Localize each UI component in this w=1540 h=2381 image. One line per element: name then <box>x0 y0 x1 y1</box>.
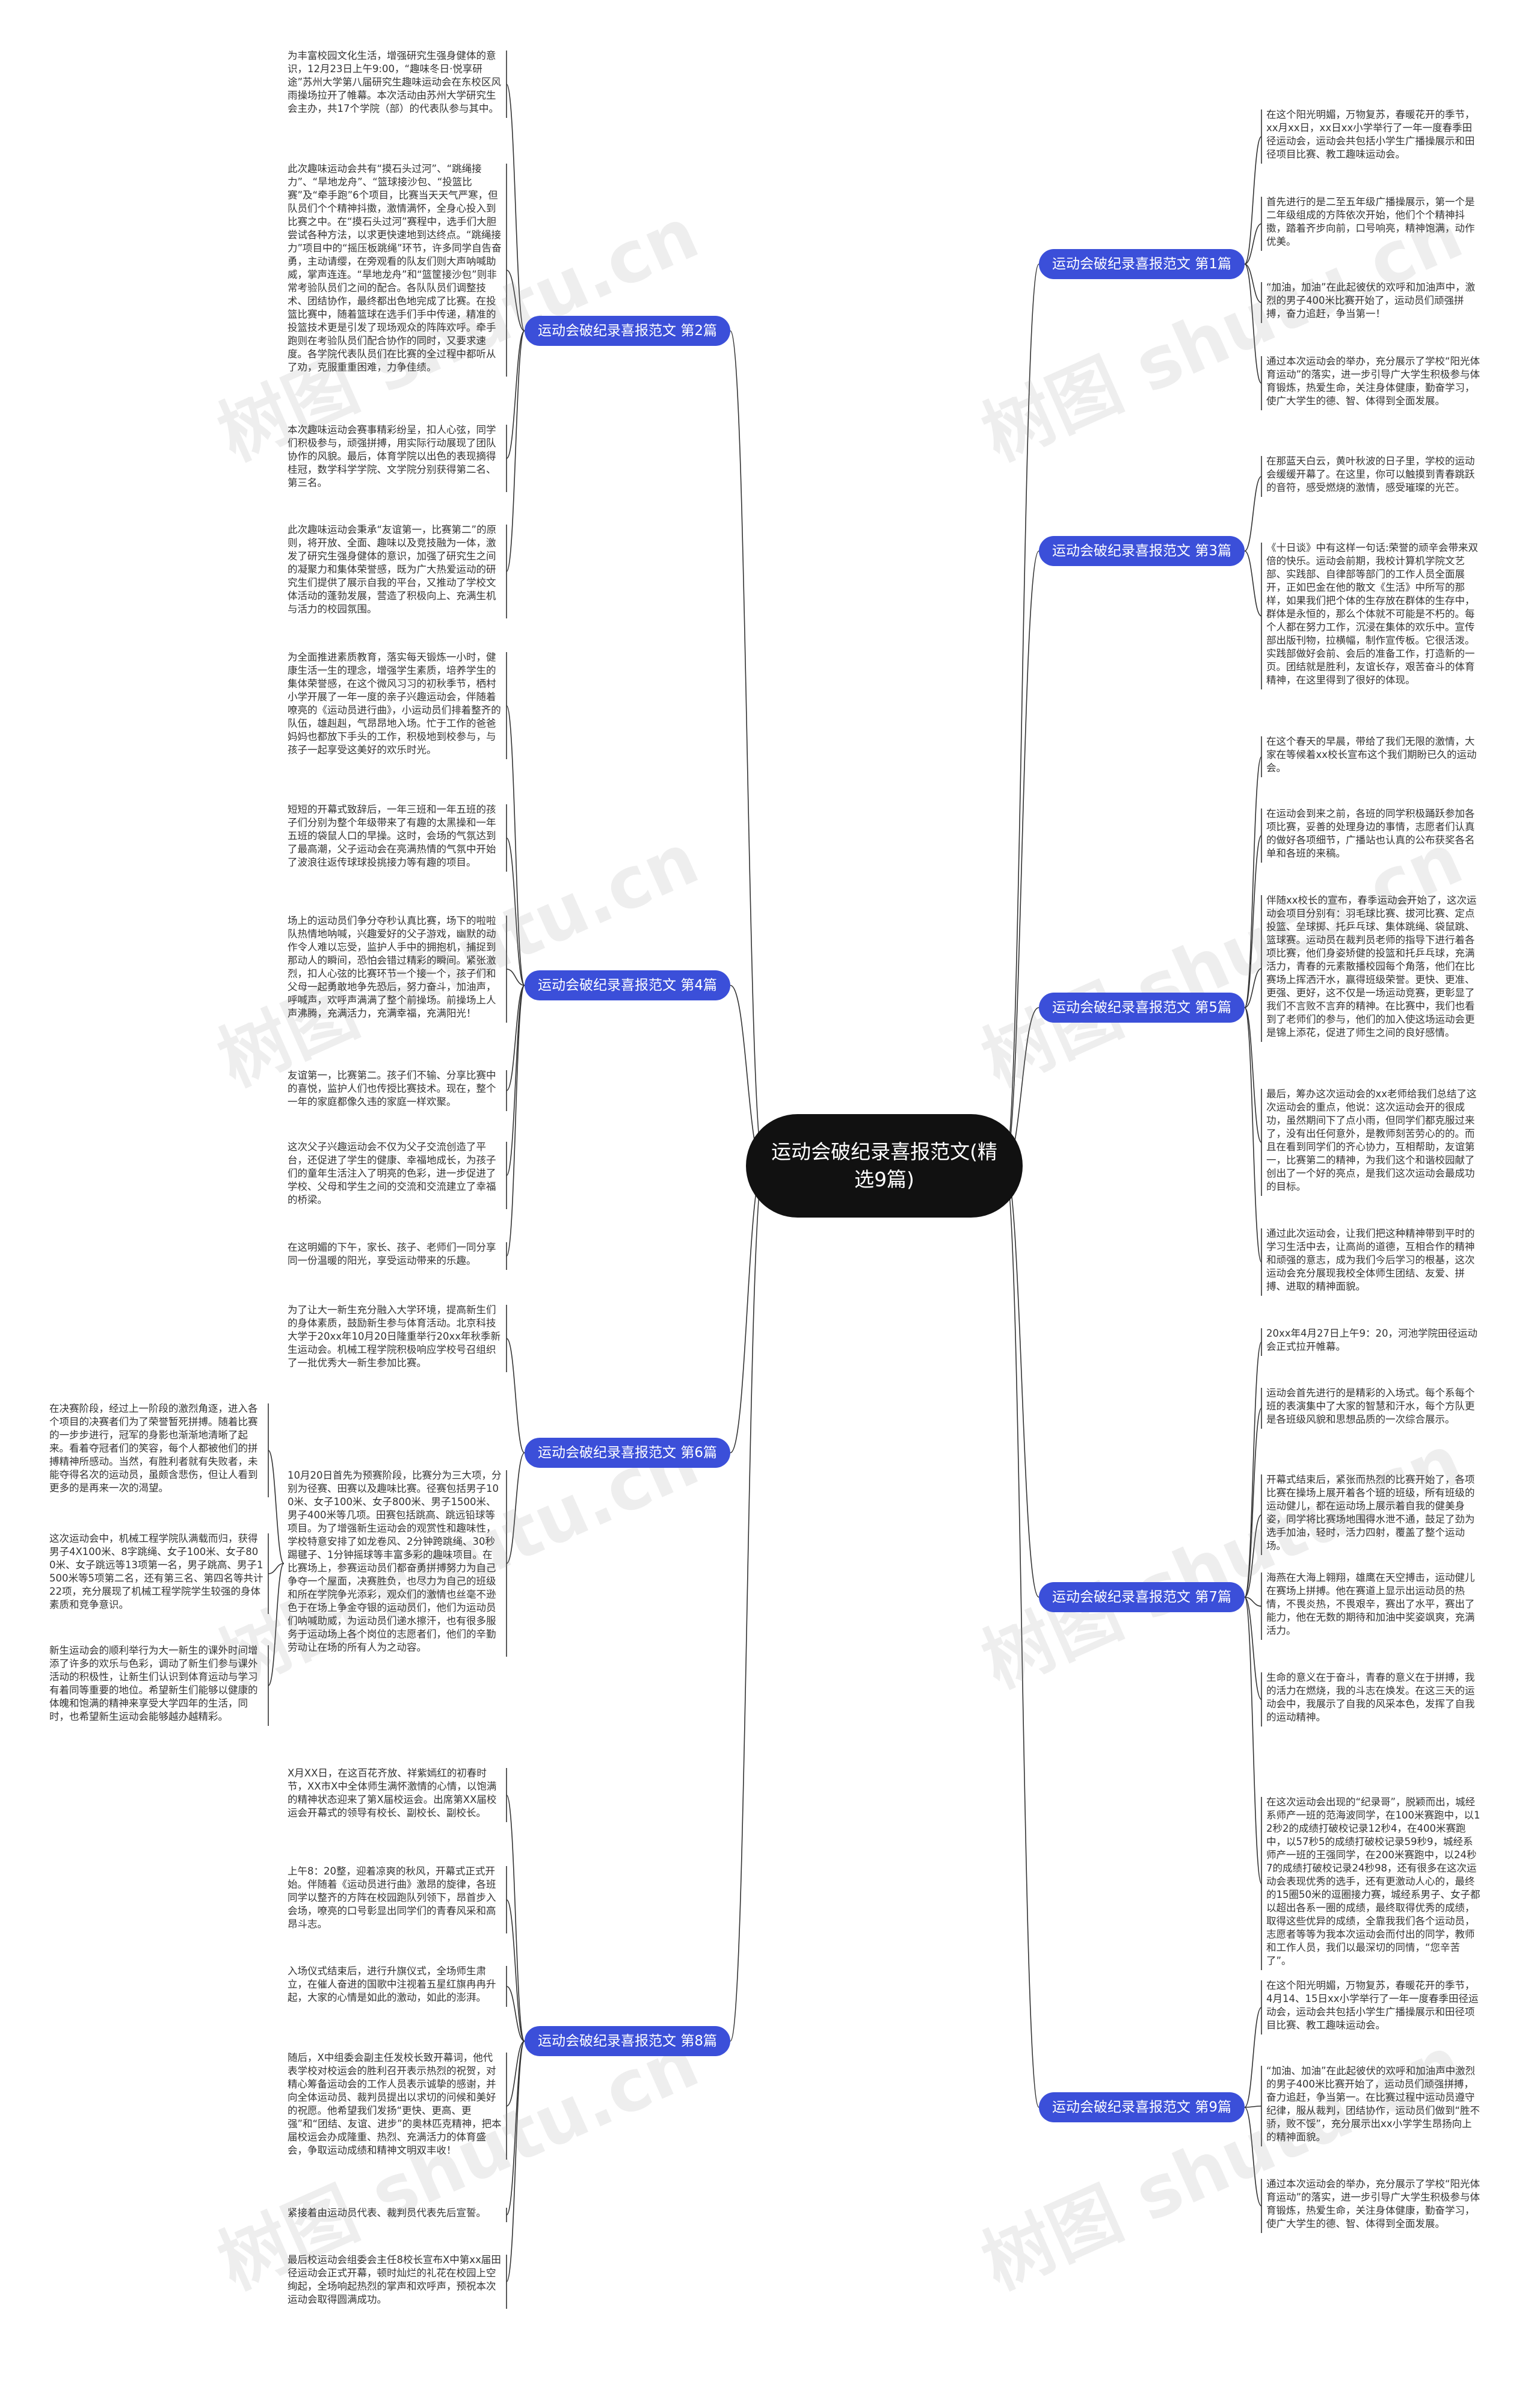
leaf-text: 最后，筹办这次运动会的xx老师给我们总结了这次运动会的重点，他说：这次运动会开的… <box>1266 1088 1477 1192</box>
leaf-text: 海燕在大海上翱翔，雄鹰在天空搏击，运动健儿在赛场上拼搏。他在赛道上显示出运动员的… <box>1266 1572 1475 1636</box>
leaf-text: 生命的意义在于奋斗，青春的意义在于拼搏，我的活力在燃烧，我的斗志在焕发。在这三天… <box>1266 1672 1475 1723</box>
root-to-branch-line <box>1004 1165 1040 1598</box>
branch-node-2[interactable]: 运动会破纪录喜报范文 第2篇 <box>525 316 730 346</box>
leaf-text: 短短的开幕式致辞后，一年三班和一年五班的孩子们分别为整个年级带来了有趣的太黑操和… <box>288 804 496 868</box>
leaf-text: 为了让大一新生充分融入大学环境，提高新生们的身体素质，鼓励新生参与体育活动。北京… <box>288 1304 501 1369</box>
branch-to-leaf-line <box>506 985 525 1176</box>
branch-node-1[interactable]: 运动会破纪录喜报范文 第1篇 <box>1039 249 1245 279</box>
leaf-text: 在这个阳光明媚，万物复苏，春暖花开的季节，4月14、15日xx小学举行了一年一度… <box>1266 1980 1479 2031</box>
leaf-text: 在决赛阶段，经过上一阶段的激烈角逐，进入各个项目的决赛者们为了荣誉暂死拼搏。随着… <box>49 1403 258 1494</box>
branch-to-leaf-line <box>506 330 525 572</box>
branch-to-leaf-line <box>506 1338 525 1453</box>
leaf-text: 最后校运动会组委会主任8校长宣布X中第xx届田径运动会正式开幕，顿时灿烂的礼花在… <box>288 2254 501 2305</box>
branch-to-leaf-line <box>1244 476 1262 552</box>
leaf-text: 首先进行的是二至五年级广播操展示，第一个是二年级组成的方阵依次开始，他们个个精神… <box>1266 196 1475 247</box>
leaf-text: “加油，加油”在此起彼伏的欢呼和加油声中，激烈的男子400米比赛开始了，运动员们… <box>1266 282 1476 319</box>
branch-to-leaf-line <box>506 985 525 1091</box>
branch-node-5[interactable]: 运动会破纪录喜报范文 第5篇 <box>1039 993 1245 1023</box>
leaf-text: 此次趣味运动会共有“摸石头过河”、“跳绳接力”、“旱地龙舟”、“篮球接沙包、“投… <box>288 163 502 373</box>
branch-to-leaf-line <box>1244 1007 1262 1263</box>
leaf-to-leaf-line <box>268 1563 285 1574</box>
root-to-branch-line <box>730 1165 765 2042</box>
branch-to-leaf-line <box>1244 1597 1262 1884</box>
branch-node-8[interactable]: 运动会破纪录喜报范文 第8篇 <box>525 2026 730 2056</box>
leaf-text: 通过此次运动会，让我们把这种精神带到平时的学习生活中去，让高尚的道德，互相合作的… <box>1266 1228 1475 1292</box>
leaf-text: “加油、加油”在此起彼伏的欢呼和加油声中激烈的男子400米比赛开始了，运动员们顽… <box>1266 2065 1480 2143</box>
root-to-branch-line <box>730 330 765 1166</box>
leaf-text: 在这个春天的早晨，带给了我们无限的激情，大家在等候着xx校长宣布这个我们期盼已久… <box>1266 736 1477 774</box>
leaf-text: 新生运动会的顺利举行为大一新生的课外时间增添了许多的欢乐与色彩，调动了新生们参与… <box>49 1645 258 1722</box>
leaf-text: X月XX日，在这百花齐放、祥紫嫣红的初春时节，XX市X中全体师生满怀激情的心情，… <box>288 1767 497 1819</box>
leaf-text: 10月20日首先为预赛阶段，比赛分为三大项，分别为径赛、田赛以及趣味比赛。径赛包… <box>288 1470 502 1653</box>
leaf-text: 通过本次运动会的举办，充分展示了学校“阳光体育运动”的落实，进一步引导广大学生积… <box>1266 2178 1480 2229</box>
leaf-text: 开幕式结束后，紧张而热烈的比赛开始了，各项比赛在操场上展开着各个班的班级，所有班… <box>1266 1474 1475 1551</box>
root-node[interactable]: 运动会破纪录喜报范文(精选9篇) <box>746 1114 1023 1218</box>
branch-to-leaf-line <box>1244 136 1262 265</box>
leaf-text: 运动会首先进行的是精彩的入场式。每个系每个班的表演集中了大家的智慧和汗水，每个方… <box>1266 1387 1475 1425</box>
leaf-text: 通过本次运动会的举办，充分展示了学校“阳光体育运动”的落实，进一步引导广大学生积… <box>1266 356 1480 407</box>
branch-node-4[interactable]: 运动会破纪录喜报范文 第4篇 <box>525 970 730 1000</box>
branch-to-leaf-line <box>1244 1007 1262 1143</box>
branch-to-leaf-line <box>506 985 525 1257</box>
leaf-text: 本次趣味运动会赛事精彩纷呈，扣人心弦，同学们积极参与，顽强拼搏，用实际行动展现了… <box>288 424 496 488</box>
leaf-text: 在这明媚的下午，家长、孩子、老师们一同分享同一份温暖的阳光，享受运动带来的乐趣。 <box>288 1242 496 1266</box>
leaf-text: 《十日谈》中有这样一句话:荣誉的顽辛会带来双倍的快乐。运动会前期，我校计算机学院… <box>1266 542 1479 686</box>
branch-to-leaf-line <box>1244 1597 1262 1700</box>
leaf-text: 这次父子兴趣运动会不仅为父子交流创造了平台，还促进了学生的健康、幸福地成长，为孩… <box>288 1141 496 1206</box>
branch-to-leaf-line <box>506 1899 525 2042</box>
leaf-text: 在这个阳光明媚，万物复苏，春暖花开的季节，xx月xx日，xx日xx小学举行了一年… <box>1266 109 1475 160</box>
leaf-text: 这次运动会中，机械工程学院队满载而归，获得男子4X100米、8字跳绳、女子100… <box>49 1533 263 1610</box>
branch-node-3[interactable]: 运动会破纪录喜报范文 第3篇 <box>1039 536 1245 566</box>
leaf-text: 在这次运动会出现的“纪录哥”，脱颖而出，城经系师产一班的范海波同学，在100米赛… <box>1266 1796 1480 1967</box>
leaf-text: 此次趣味运动会秉承“友谊第一，比赛第二”的原则，将开放、全面、趣味以及竞技融为一… <box>288 524 497 615</box>
root-to-branch-line <box>730 1165 765 1453</box>
leaf-to-leaf-line <box>268 1450 285 1564</box>
leaf-text: 入场仪式结束后，进行升旗仪式，全场师生肃立，在催人奋进的国歌中注视着五星红旗冉冉… <box>288 1965 496 2003</box>
leaf-text: 为丰富校园文化生活，增强研究生强身健体的意识，12月23日上午9:00，“趣味冬… <box>288 50 502 114</box>
leaf-text: 随后，X中组委会副主任发校长致开幕词，他代表学校对校运会的胜利召开表示热烈的祝贺… <box>288 2052 502 2156</box>
leaf-text: 20xx年4月27日上午9：20，河池学院田径运动会正式拉开帷幕。 <box>1266 1328 1478 1352</box>
leaf-text: 紧接着由运动员代表、裁判员代表先后宣誓。 <box>288 2207 486 2219</box>
leaf-text: 伴随xx校长的宣布，春季运动会开始了，这次运动会项目分别有：羽毛球比赛、拔河比赛… <box>1266 895 1477 1038</box>
branch-node-9[interactable]: 运动会破纪录喜报范文 第9篇 <box>1039 2092 1245 2122</box>
leaf-text: 在运动会到来之前，各班的同学积极踊跃参加各项比赛，妥善的处理身边的事情，志愿者们… <box>1266 808 1475 859</box>
leaf-text: 在那蓝天白云，黄叶秋波的日子里，学校的运动会缓缓开幕了。在这里，你可以触摸到青春… <box>1266 455 1475 493</box>
branch-to-leaf-line <box>1244 550 1262 617</box>
branch-node-6[interactable]: 运动会破纪录喜报范文 第6篇 <box>525 1438 730 1468</box>
watermark: 树图 shutu.cn <box>970 2020 1474 2305</box>
leaf-text: 上午8：20整，迎着凉爽的秋风，开幕式正式开始。伴随着《运动员进行曲》激昂的旋律… <box>288 1865 496 1930</box>
branch-to-leaf-line <box>506 1794 525 2042</box>
leaf-text: 场上的运动员们争分夺秒认真比赛，场下的啦啦队热情地呐喊，兴趣爱好的父子游戏，幽默… <box>288 915 496 1019</box>
leaf-text: 为全面推进素质教育，落实每天锻炼一小时，健康生活一生的理念，增强学生素质，培养学… <box>288 651 501 756</box>
branch-node-7[interactable]: 运动会破纪录喜报范文 第7篇 <box>1039 1582 1245 1612</box>
branch-to-leaf-line <box>506 1986 525 2042</box>
leaf-text: 友谊第一，比赛第二。孩子们不输、分享比赛中的喜悦，监护人们也传授比赛技术。现在，… <box>288 1070 496 1107</box>
